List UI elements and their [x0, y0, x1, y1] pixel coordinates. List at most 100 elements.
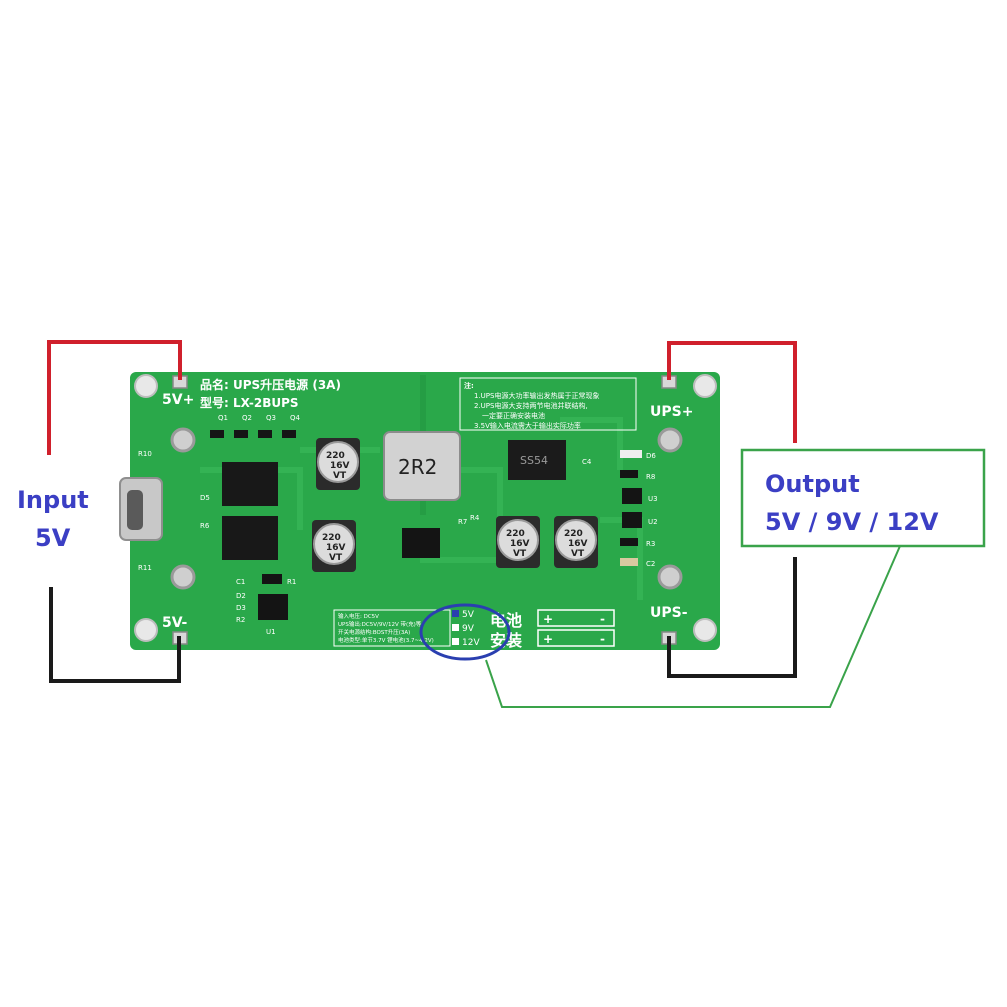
resistor-r3: [620, 538, 638, 546]
label-u3: U3: [648, 495, 658, 503]
cap2-voltage: 16V: [326, 543, 346, 553]
note-2: 2.UPS电源大支持两节电池并联结构,: [474, 401, 588, 410]
schottky-diode: [508, 440, 566, 480]
transistor-q4: [282, 430, 296, 438]
select-label-5v: 5V: [462, 610, 475, 620]
mosfet-lower: [222, 516, 278, 560]
output-callout-leader-line: [485, 545, 901, 708]
mount-hole-bottom-left: [134, 618, 158, 642]
notes-box: [459, 377, 637, 431]
label-r6: R6: [200, 522, 210, 530]
capacitor-markings: 220 16V VT 220 16V VT 220 16V VT 220 16V…: [322, 451, 588, 563]
board-product-name: 品名: UPS升压电源 (3A): [200, 377, 341, 392]
capacitor-far-right: [554, 516, 598, 568]
note-0: 注:: [464, 381, 474, 390]
label-r1: R1: [287, 578, 296, 586]
battery-2-plus: +: [543, 632, 553, 646]
transistor-q1: [210, 430, 224, 438]
label-d6: D6: [646, 452, 656, 460]
led-d6: [620, 450, 642, 458]
spec-box: [333, 609, 451, 647]
cap2-value: 220: [322, 533, 341, 543]
diode-marking: SS54: [520, 454, 548, 467]
battery-polarity: + - + -: [543, 612, 605, 646]
label-r4: R4: [470, 514, 480, 522]
select-pad-12v: [452, 638, 459, 645]
voltage-select-highlight-ring: [419, 603, 511, 661]
screw-pad-3: [657, 427, 683, 453]
select-pad-9v: [452, 624, 459, 631]
cap1-voltage: 16V: [330, 461, 350, 471]
battery-1-minus: -: [600, 612, 605, 626]
input-callout: Input 5V: [17, 486, 89, 552]
right-side-components: [620, 450, 642, 566]
output-callout-box: [740, 448, 986, 548]
label-u2: U2: [648, 518, 658, 526]
mount-hole-top-left: [134, 374, 158, 398]
label-r11: R11: [138, 564, 152, 572]
inductor-marking: 2R2: [398, 455, 437, 479]
label-r3: R3: [646, 540, 655, 548]
select-label-9v: 9V: [462, 624, 475, 634]
battery-2-minus: -: [600, 632, 605, 646]
battery-slot-1: [537, 609, 615, 627]
input-label: Input: [17, 486, 89, 514]
cap3-value: 220: [506, 529, 525, 539]
ic-u1: [258, 594, 288, 620]
input-negative-wire: [49, 587, 181, 683]
capacitor-top-left: [316, 438, 360, 490]
board-model: 型号: LX-2BUPS: [200, 395, 299, 410]
cap1-value: 220: [326, 451, 345, 461]
capacitor-c2: [620, 558, 638, 566]
select-label-12v: 12V: [462, 638, 480, 648]
screw-pad-4: [657, 564, 683, 590]
screw-terminals: [170, 427, 683, 590]
usb-c-port-opening: [127, 490, 143, 530]
label-r2: R2: [236, 616, 245, 624]
mosfet-upper: [222, 462, 278, 506]
terminal-ups-pos-label: UPS+: [650, 404, 693, 420]
mounting-holes: [134, 374, 717, 642]
label-q3: Q3: [266, 414, 276, 422]
label-r8: R8: [646, 473, 655, 481]
spec-1: UPS输出:DC5V/9V/12V 带(充)等: [338, 620, 422, 628]
spec-text: 输入电压: DC5V UPS输出:DC5V/9V/12V 带(充)等 开关电源结…: [338, 612, 434, 644]
cap4-value: 220: [564, 529, 583, 539]
capacitor-mid-right: [496, 516, 540, 568]
cap2-series: VT: [329, 553, 343, 563]
screw-pad-2: [170, 564, 196, 590]
inductor: [383, 431, 461, 501]
label-d2: D2: [236, 592, 246, 600]
label-r10: R10: [138, 450, 152, 458]
label-q4: Q4: [290, 414, 301, 422]
cap3-voltage: 16V: [510, 539, 530, 549]
output-negative-wire: [667, 557, 797, 678]
spec-2: 开关电源结构:BOST升压(3A): [338, 628, 410, 636]
boost-controller-ic: [402, 528, 440, 558]
terminal-5v-pos-label: 5V+: [162, 392, 194, 408]
input-wires: [47, 340, 182, 683]
note-3: 一定要正确安装电池: [482, 411, 545, 420]
input-positive-wire: [47, 340, 182, 455]
label-r7: R7: [458, 518, 467, 526]
cap1-series: VT: [333, 471, 347, 481]
regulator-u3: [622, 488, 642, 504]
label-u1: U1: [266, 628, 276, 636]
note-1: 1.UPS电源大功率输出发热属于正常现象: [474, 391, 599, 400]
output-label: Output: [765, 470, 860, 498]
electrolytic-capacitors: [312, 438, 598, 572]
battery-slot-2: [537, 629, 615, 647]
mount-hole-top-right: [693, 374, 717, 398]
cap4-series: VT: [571, 549, 585, 559]
regulator-u2: [622, 512, 642, 528]
mount-hole-bottom-right: [693, 618, 717, 642]
battery-slot-markings: [537, 609, 615, 647]
cap4-voltage: 16V: [568, 539, 588, 549]
battery-1-plus: +: [543, 612, 553, 626]
select-pad-5v: [452, 610, 459, 617]
screw-pad-1: [170, 427, 196, 453]
label-d3: D3: [236, 604, 246, 612]
spec-0: 输入电压: DC5V: [338, 612, 379, 620]
capacitor-bottom-left: [312, 520, 356, 572]
